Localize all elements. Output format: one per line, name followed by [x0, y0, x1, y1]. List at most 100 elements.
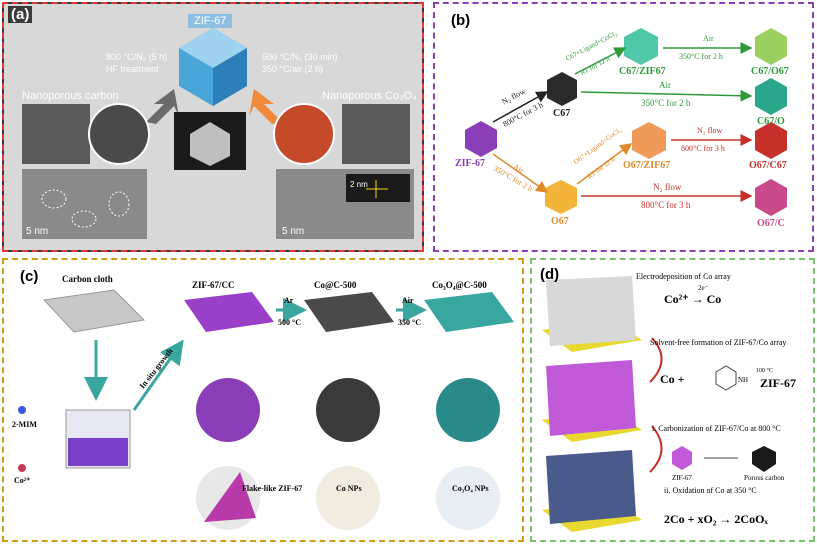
panel-d: (d) Electrodeposition of Co array Co²⁺ →…: [530, 258, 815, 542]
ar-temp-label: 500 °C: [278, 318, 301, 327]
eq2-nh: NH: [738, 376, 749, 384]
c67-zif67-label: C67/ZIF67: [619, 66, 666, 77]
right-condition-1: 500 °C/N₂ (30 min): [262, 52, 338, 62]
zif67-cc: [184, 292, 274, 332]
step1-label: Electrodeposition of Co array: [636, 272, 731, 281]
co3o4-c-500: [424, 292, 514, 332]
c67-o-label: C67/O: [757, 116, 785, 127]
carbon-cloth: [42, 289, 146, 333]
panel-d-label: (d): [540, 266, 560, 283]
zif67-crystal: [179, 28, 247, 106]
step4-label: ii. Oxidation of Co at 350 °C: [664, 486, 757, 495]
zif67-start-label: ZIF-67: [455, 158, 485, 169]
eq2-cond: 100 °C: [756, 368, 773, 374]
imidazole-icon: [715, 365, 737, 391]
scale-left: 5 nm: [26, 226, 49, 237]
step2-label: Solvent-free formation of ZIF-67/Co arra…: [650, 338, 787, 347]
co3o4-zoom: [436, 378, 500, 442]
c67-zif67-crystal: [624, 28, 658, 65]
inset-scale: 2 nm: [350, 180, 368, 189]
n2-flow-2-label: N₂ flow: [697, 126, 723, 135]
zif67-cc-label: ZIF-67/CC: [192, 280, 235, 290]
zif67-small-label: ZIF-67: [672, 474, 692, 482]
o67-c67-label: O67/C67: [749, 160, 787, 171]
c67-o-crystal: [755, 78, 787, 115]
o67-c67-crystal: [755, 122, 787, 159]
co2-label: Co²⁺: [14, 476, 31, 485]
panel-c-graphics: [18, 289, 514, 530]
air-top-cond-label: 350°C for 2 h: [679, 52, 723, 61]
carbon-cloth-label: Carbon cloth: [62, 274, 113, 284]
zif67-start-crystal: [465, 121, 497, 157]
ar-label: Ar: [284, 296, 294, 305]
arrow-left-gray: [146, 89, 179, 124]
arrow-right-orange: [249, 89, 282, 124]
co-c-500: [304, 292, 394, 332]
o67-c-label: O67/C: [757, 218, 785, 229]
panel-c: (c) Carbon cloth In situ growth 2-MIM Co…: [2, 258, 524, 542]
zif67-small-icon: [672, 446, 692, 470]
co-array: [546, 276, 636, 346]
co3o4-nps-zoom: [436, 466, 500, 530]
nanoporous-carbon-label: Nanoporous carbon: [22, 90, 119, 102]
o67-zif67-label: O67/ZIF67: [623, 160, 671, 171]
n2-cond-2-label: 800°C for 3 h: [681, 144, 725, 153]
c67-o67-label: C67/O67: [751, 66, 789, 77]
air-mid-label: Air: [659, 80, 671, 90]
eq1-electrons: 2e⁻: [698, 284, 709, 292]
o67-label: O67: [551, 216, 569, 227]
hrtem-inset: [346, 174, 410, 202]
c67-crystal: [547, 72, 577, 106]
zif67-title: ZIF-67: [188, 14, 233, 28]
panel-a: (a) ZIF-67 800 °C/N₂ (5 h) HF treatment …: [2, 2, 424, 252]
c67-label: C67: [553, 108, 571, 119]
carbon-co-array: [546, 450, 636, 524]
co-nps-zoom: [316, 466, 380, 530]
eq4: 2Co + xO₂ → 2CoOₓ: [664, 512, 768, 526]
left-condition-2: HF treatment: [106, 64, 159, 74]
sem-left-1: [22, 104, 90, 164]
co-c-500-label: Co@C-500: [314, 280, 357, 290]
sem-right-1: [342, 104, 410, 164]
air-top-label: Air: [703, 34, 714, 43]
zif67-zoom: [196, 378, 260, 442]
2mim-icon: [18, 406, 26, 414]
scale-right: 5 nm: [282, 226, 305, 237]
co-c-zoom: [316, 378, 380, 442]
co3o4-c-500-label: Co₃O₄@C-500: [432, 280, 487, 290]
porous-carbon-label: Porous carbon: [744, 474, 785, 482]
n2-flow-3-label: N₂ flow: [653, 182, 682, 192]
o67-c-crystal: [755, 179, 787, 216]
eq1: Co²⁺ → Co: [664, 292, 722, 306]
eq2-right: ZIF-67: [760, 376, 796, 390]
panel-a-graphics: [4, 4, 422, 250]
panel-a-label: (a): [8, 6, 33, 23]
panel-c-label: (c): [20, 268, 39, 285]
eq2-left: Co +: [660, 372, 685, 386]
porous-carbon-icon: [752, 446, 776, 472]
co2-icon: [18, 464, 26, 472]
air-temp-label: 350 °C: [398, 318, 421, 327]
2mim-label: 2-MIM: [12, 420, 37, 429]
co3o4-nps-label: Co₃O₄ NPs: [452, 484, 489, 493]
right-condition-2: 350 °C/air (2 h): [262, 64, 324, 74]
panel-b: (b) ZIF-67 N₂ flow 800°C for 3 h C67 C67…: [433, 2, 814, 252]
sem-right-zoom: [273, 103, 335, 165]
flake-label: Flake-like ZIF-67: [242, 484, 303, 493]
panel-d-graphics: [542, 276, 776, 532]
tem-left: [22, 169, 147, 239]
sem-left-zoom: [88, 103, 150, 165]
air-mid-cond-label: 350°C for 2 h: [641, 98, 691, 108]
left-condition-1: 800 °C/N₂ (5 h): [106, 52, 168, 62]
panel-b-graphics: [465, 28, 787, 216]
air-label: Air: [402, 296, 414, 305]
o67-crystal: [545, 180, 577, 214]
step3-label: i. Carbonization of ZIF-67/Co at 800 °C: [652, 424, 781, 433]
c67-o67-crystal: [755, 28, 787, 65]
zif67-co-array: [546, 360, 636, 436]
co-nps-label: Co NPs: [336, 484, 362, 493]
nanoporous-co3o4-label: Nanoporous Co₃O₄: [322, 90, 417, 102]
panel-b-label: (b): [451, 12, 471, 29]
o67-zif67-crystal: [632, 122, 666, 159]
n2-cond-3-label: 800°C for 3 h: [641, 200, 691, 210]
